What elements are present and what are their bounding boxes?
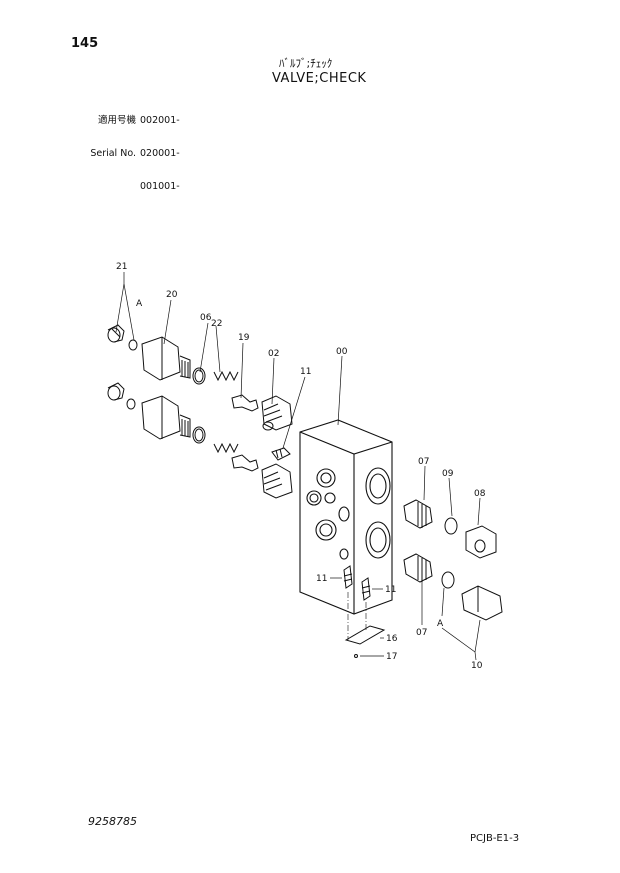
title-english: VALVE;CHECK — [272, 71, 367, 86]
callout-11: 11 — [316, 574, 327, 584]
oring-A-upper — [128, 339, 138, 351]
adapter-20-lower — [141, 395, 191, 440]
screw-17 — [354, 654, 358, 658]
callout-07: 07 — [416, 628, 427, 638]
callout-09: 09 — [442, 469, 454, 479]
callout-00: 00 — [336, 347, 348, 357]
callout-07: 07 — [418, 457, 429, 467]
callout-21: 21 — [116, 262, 127, 272]
title-japanese: ﾊﾞﾙﾌﾞ;ﾁｪｯｸ — [279, 57, 333, 70]
serial-value: 001001- — [140, 181, 180, 192]
spring-22-lower — [213, 442, 239, 454]
callout-A: A — [437, 619, 444, 629]
seat-02-upper — [261, 395, 293, 431]
plug-11-bottom-right — [361, 577, 371, 601]
serial-number-block: 適用号機 002001- Serial No. 020001- 001001- — [72, 93, 180, 203]
callout-A: A — [136, 299, 143, 309]
plug-08 — [465, 525, 497, 559]
oring-A-right — [441, 571, 455, 589]
page-number: 145 — [71, 36, 99, 51]
callout-22: 22 — [211, 319, 222, 329]
plug-11-top — [271, 447, 291, 461]
check-07-upper — [403, 499, 433, 529]
plug-10 — [461, 585, 503, 621]
callout-11: 11 — [300, 367, 311, 377]
callout-06: 06 — [200, 313, 212, 323]
oring-06-upper — [192, 367, 206, 385]
spring-22-upper — [213, 370, 239, 382]
plug-11-bottom-left — [343, 565, 353, 589]
callout-20: 20 — [166, 290, 178, 300]
oring-09 — [444, 517, 458, 535]
valve-body-00 — [299, 419, 393, 615]
adapter-20-upper — [141, 336, 191, 381]
poppet-19-upper — [231, 394, 259, 412]
callout-labels: 21 A 20 06 22 19 02 11 00 07 09 08 11 11… — [116, 262, 486, 671]
serial-label-en: Serial No. — [90, 148, 136, 159]
seat-02-lower — [261, 463, 293, 499]
serial-label-jp: 適用号機 — [97, 115, 136, 126]
oring-A-lower — [126, 398, 136, 410]
callout-08: 08 — [474, 489, 486, 499]
callout-11: 11 — [385, 585, 396, 595]
oring-06-lower — [192, 426, 206, 444]
center-lines — [347, 592, 367, 640]
callout-17: 17 — [386, 652, 397, 662]
serial-value: 020001- — [140, 148, 180, 159]
callout-10: 10 — [471, 661, 483, 671]
callout-16: 16 — [386, 634, 398, 644]
leader-lines — [115, 272, 481, 661]
plate-16 — [344, 625, 386, 645]
plug-21-lower — [107, 382, 125, 401]
drawing-number: 9258785 — [88, 815, 137, 828]
plug-21-upper — [107, 324, 125, 343]
check-07-lower — [403, 553, 433, 583]
poppet-19-lower — [231, 454, 259, 472]
callout-02: 02 — [268, 349, 279, 359]
page-code: PCJB-E1-3 — [470, 833, 520, 844]
callout-19: 19 — [238, 333, 250, 343]
serial-value: 002001- — [140, 115, 180, 126]
